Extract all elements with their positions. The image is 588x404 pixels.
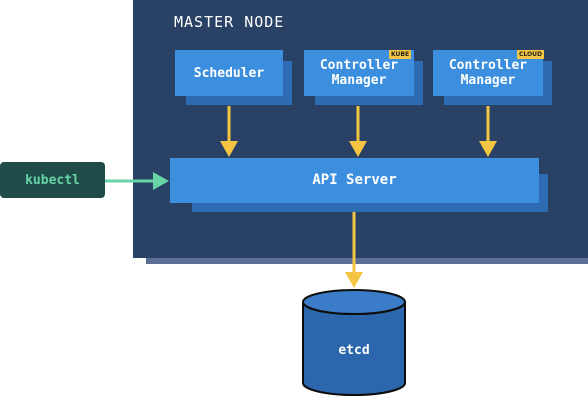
arrow-api-to-etcd [345,212,363,288]
kube-badge: KUBE [389,50,412,59]
arrow-scheduler-to-api [220,106,238,157]
arrow-controller-cloud-to-api [479,106,497,157]
cloud-badge: CLOUD [517,50,544,59]
arrow-controller-kube-to-api [349,106,367,157]
master-node-panel [133,0,588,258]
scheduler-box[interactable]: Scheduler [175,50,283,96]
controller-kube-line1: Controller [319,58,399,73]
controller-cloud-line2: Manager [460,73,516,88]
arrow-kubectl-to-api [105,172,169,190]
api-server-label: API Server [312,172,397,188]
controller-cloud-line1: Controller [448,58,528,73]
kubectl-box[interactable]: kubectl [0,162,105,198]
api-server-box[interactable]: API Server [170,158,539,203]
etcd-label: etcd [338,343,369,358]
scheduler-label: Scheduler [193,65,265,81]
controller-kube-line2: Manager [331,73,387,88]
etcd-cylinder[interactable]: etcd [302,289,406,396]
master-node-title: MASTER NODE [174,13,285,31]
kubectl-label: kubectl [25,172,80,188]
